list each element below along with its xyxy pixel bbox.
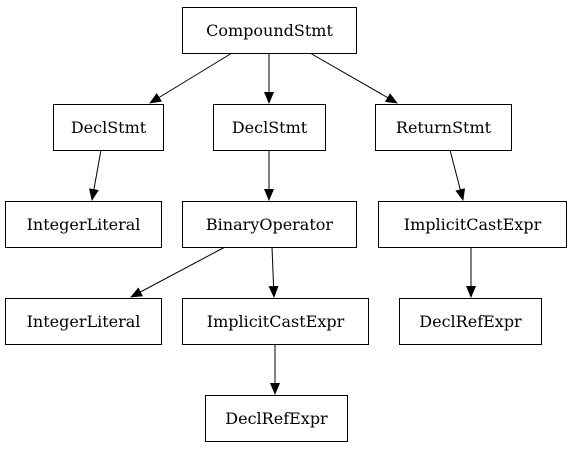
node-box bbox=[182, 7, 357, 54]
edge-n3-to-n6 bbox=[449, 149, 466, 201]
node-label: ImplicitCastExpr bbox=[207, 312, 345, 331]
node-declrefexpr-n9: DeclRefExpr bbox=[399, 298, 542, 345]
node-label: BinaryOperator bbox=[206, 215, 333, 234]
node-box bbox=[399, 298, 542, 345]
node-declrefexpr-n10: DeclRefExpr bbox=[205, 395, 348, 442]
node-declstmt-n1: DeclStmt bbox=[53, 104, 164, 151]
edge-n0-to-n3 bbox=[309, 52, 398, 104]
edges-layer bbox=[89, 52, 476, 395]
edge-n5-to-n7 bbox=[130, 246, 226, 298]
node-box bbox=[375, 104, 512, 151]
node-box bbox=[182, 298, 369, 345]
node-box bbox=[182, 201, 357, 248]
node-implicitcastexpr-n6: ImplicitCastExpr bbox=[378, 201, 567, 248]
node-box bbox=[378, 201, 567, 248]
node-label: IntegerLiteral bbox=[27, 312, 141, 331]
edge-n1-to-n4 bbox=[89, 149, 102, 201]
node-compoundstmt-n0: CompoundStmt bbox=[182, 7, 357, 54]
node-box bbox=[53, 104, 164, 151]
node-label: ReturnStmt bbox=[396, 118, 492, 137]
node-label: CompoundStmt bbox=[206, 21, 333, 40]
node-label: DeclRefExpr bbox=[419, 312, 522, 331]
node-box bbox=[5, 298, 162, 345]
edge-n0-to-n1 bbox=[149, 52, 233, 104]
node-integerliteral-n4: IntegerLiteral bbox=[5, 201, 162, 248]
edge-n5-to-n8 bbox=[268, 246, 279, 298]
node-label: DeclRefExpr bbox=[225, 409, 328, 428]
node-box bbox=[5, 201, 162, 248]
node-box bbox=[205, 395, 348, 442]
node-returnstmt-n3: ReturnStmt bbox=[375, 104, 512, 151]
node-label: DeclStmt bbox=[71, 118, 147, 137]
node-label: IntegerLiteral bbox=[27, 215, 141, 234]
node-implicitcastexpr-n8: ImplicitCastExpr bbox=[182, 298, 369, 345]
node-binaryoperator-n5: BinaryOperator bbox=[182, 201, 357, 248]
node-box bbox=[213, 104, 326, 151]
node-label: DeclStmt bbox=[232, 118, 308, 137]
node-label: ImplicitCastExpr bbox=[404, 215, 542, 234]
node-integerliteral-n7: IntegerLiteral bbox=[5, 298, 162, 345]
node-declstmt-n2: DeclStmt bbox=[213, 104, 326, 151]
